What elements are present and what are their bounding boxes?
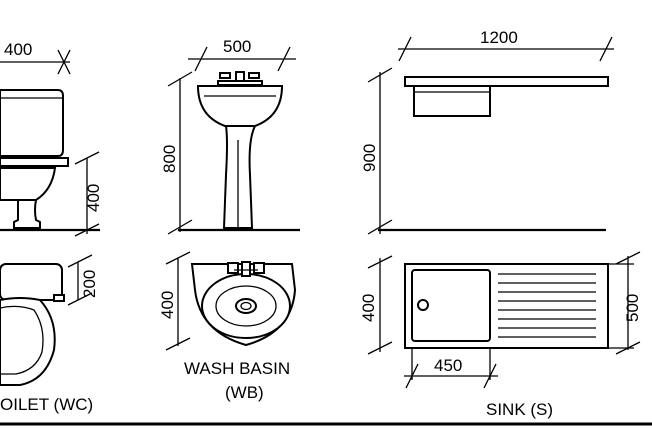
toilet-width-dim: 400 <box>4 40 32 59</box>
toilet-cistern-dim: 400 <box>84 184 103 212</box>
basin-caption-line1: WASH BASIN <box>184 359 290 378</box>
sink-width-dim: 1200 <box>480 28 518 47</box>
toilet-plan <box>0 254 93 386</box>
sink-elevation <box>367 36 614 235</box>
basin-caption-line2: (WB) <box>225 383 264 402</box>
toilet-elevation <box>0 49 100 237</box>
wash-basin-elevation <box>167 46 300 235</box>
basin-width-dim: 500 <box>223 37 251 56</box>
wash-basin-plan <box>165 251 297 351</box>
sink-plan <box>367 251 641 389</box>
toilet-caption: OILET (WC) <box>0 395 93 414</box>
sink-depth-dim: 400 <box>359 294 378 322</box>
toilet-plan-dim: 200 <box>80 270 99 298</box>
sink-caption: SINK (S) <box>486 400 553 419</box>
sink-drainer-dim: 500 <box>623 294 642 322</box>
basin-depth-dim: 400 <box>158 291 177 319</box>
sink-height-dim: 900 <box>360 144 379 172</box>
sink-bowl-dim: 450 <box>434 356 462 375</box>
basin-height-dim: 800 <box>160 145 179 173</box>
